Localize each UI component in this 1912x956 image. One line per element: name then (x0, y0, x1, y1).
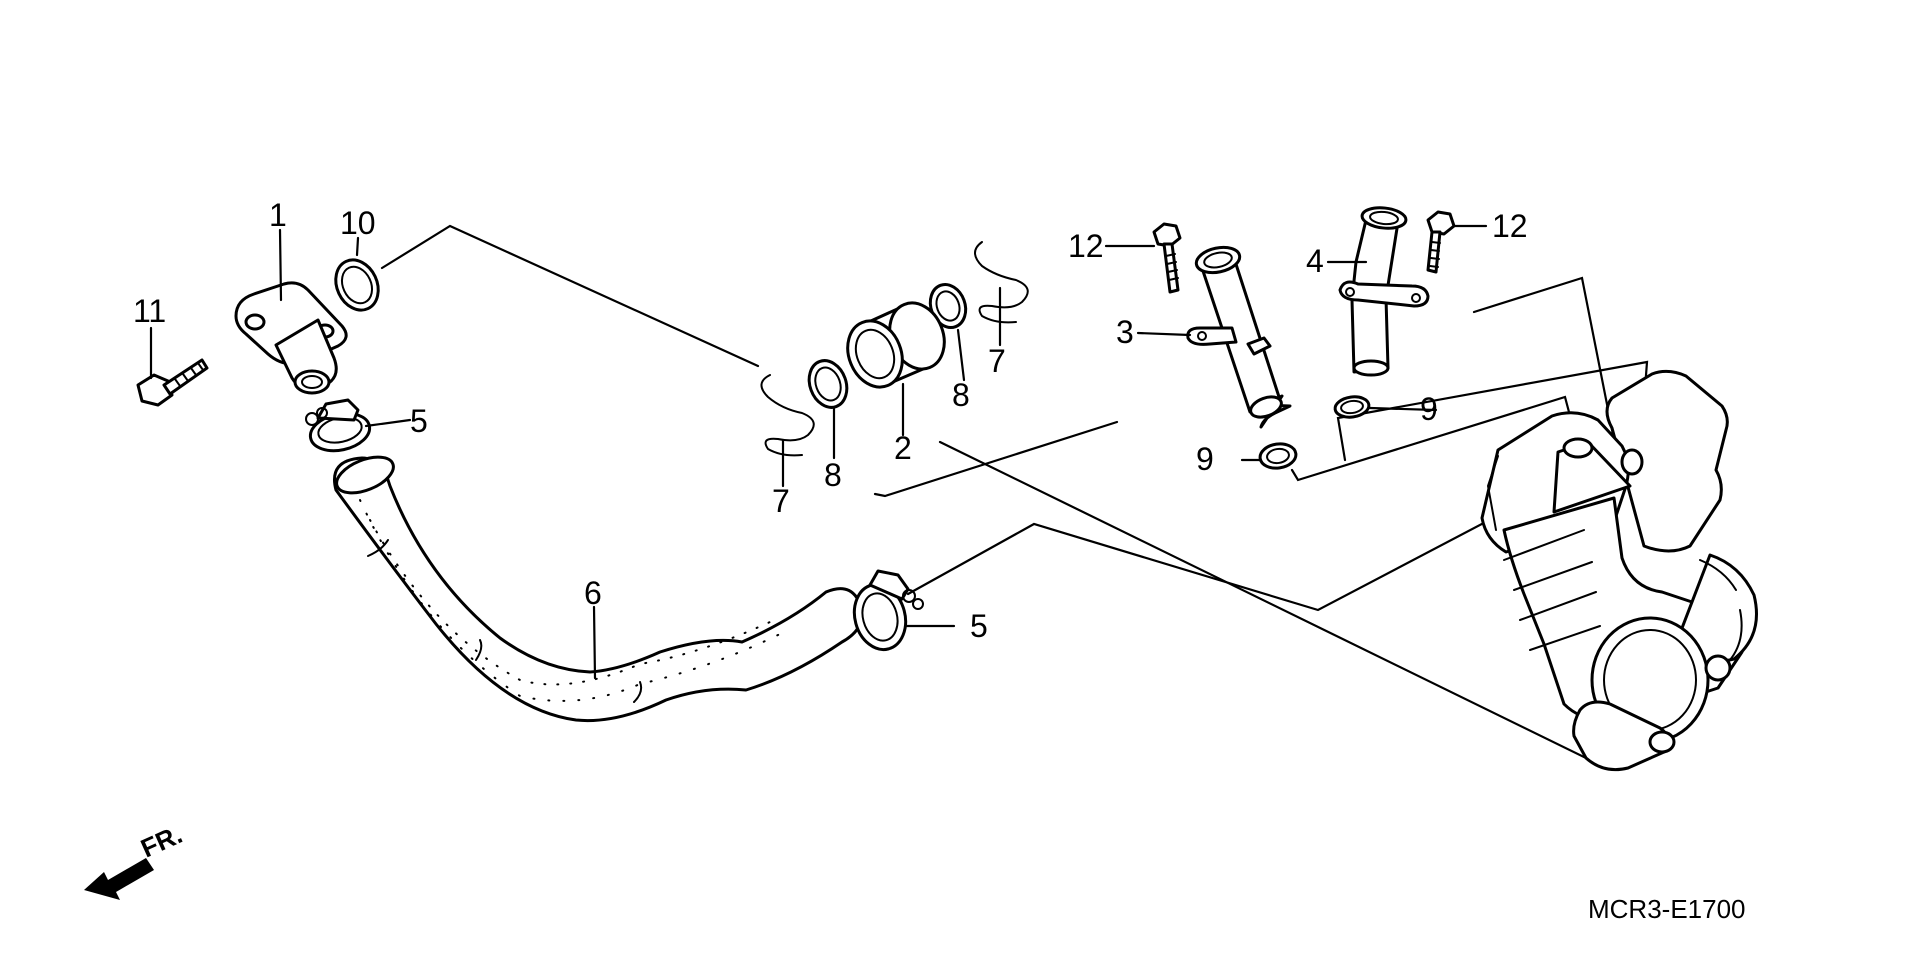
callout-3: 3 (1116, 314, 1134, 350)
o-ring-10 (334, 258, 380, 312)
callout-12-right: 12 (1492, 208, 1528, 244)
water-hose-6 (333, 455, 864, 723)
callout-1: 1 (269, 197, 287, 233)
callout-7-right: 7 (988, 343, 1006, 379)
front-direction-arrow: FR. (84, 819, 187, 900)
engine-block (1480, 369, 1758, 772)
wire-clip-7-right (974, 241, 1029, 324)
hose-clamp-5-upper (305, 398, 372, 453)
callout-2: 2 (894, 430, 912, 466)
direction-arrow-icon (84, 858, 154, 900)
water-pipe-3 (1186, 245, 1292, 429)
o-ring-8-left (807, 359, 849, 409)
callout-5-lower: 5 (970, 608, 988, 644)
o-ring-9-upper (1333, 395, 1371, 419)
callout-5-upper: 5 (410, 403, 428, 439)
wire-clip-7-left (760, 374, 815, 457)
callout-9-lower: 9 (1196, 441, 1214, 477)
bolt-12-left (1152, 222, 1182, 294)
o-ring-9-lower (1258, 442, 1298, 470)
callout-6: 6 (584, 575, 602, 611)
callout-7-left: 7 (772, 483, 790, 519)
bolt-12-right (1426, 210, 1456, 274)
water-pipe-4 (1338, 206, 1430, 377)
o-ring-8-right (928, 283, 968, 329)
direction-label: FR. (136, 819, 186, 863)
catalog-code: MCR3-E1700 (1588, 894, 1746, 924)
callout-leaders (149, 224, 1488, 680)
joint-collar-2 (846, 301, 946, 389)
callout-8-right: 8 (952, 377, 970, 413)
callout-labels: 1 2 3 4 5 5 6 7 7 8 8 9 9 10 11 12 12 (133, 197, 1528, 644)
callout-11: 11 (133, 293, 166, 329)
callout-9-upper: 9 (1420, 391, 1438, 427)
callout-8-left: 8 (824, 457, 842, 493)
callout-10: 10 (340, 205, 376, 241)
outlet-elbow-1 (234, 281, 348, 395)
hose-clamp-5-lower (852, 569, 924, 652)
callout-12-left: 12 (1068, 228, 1104, 264)
callout-4: 4 (1306, 243, 1324, 279)
bolt-11 (136, 358, 209, 407)
